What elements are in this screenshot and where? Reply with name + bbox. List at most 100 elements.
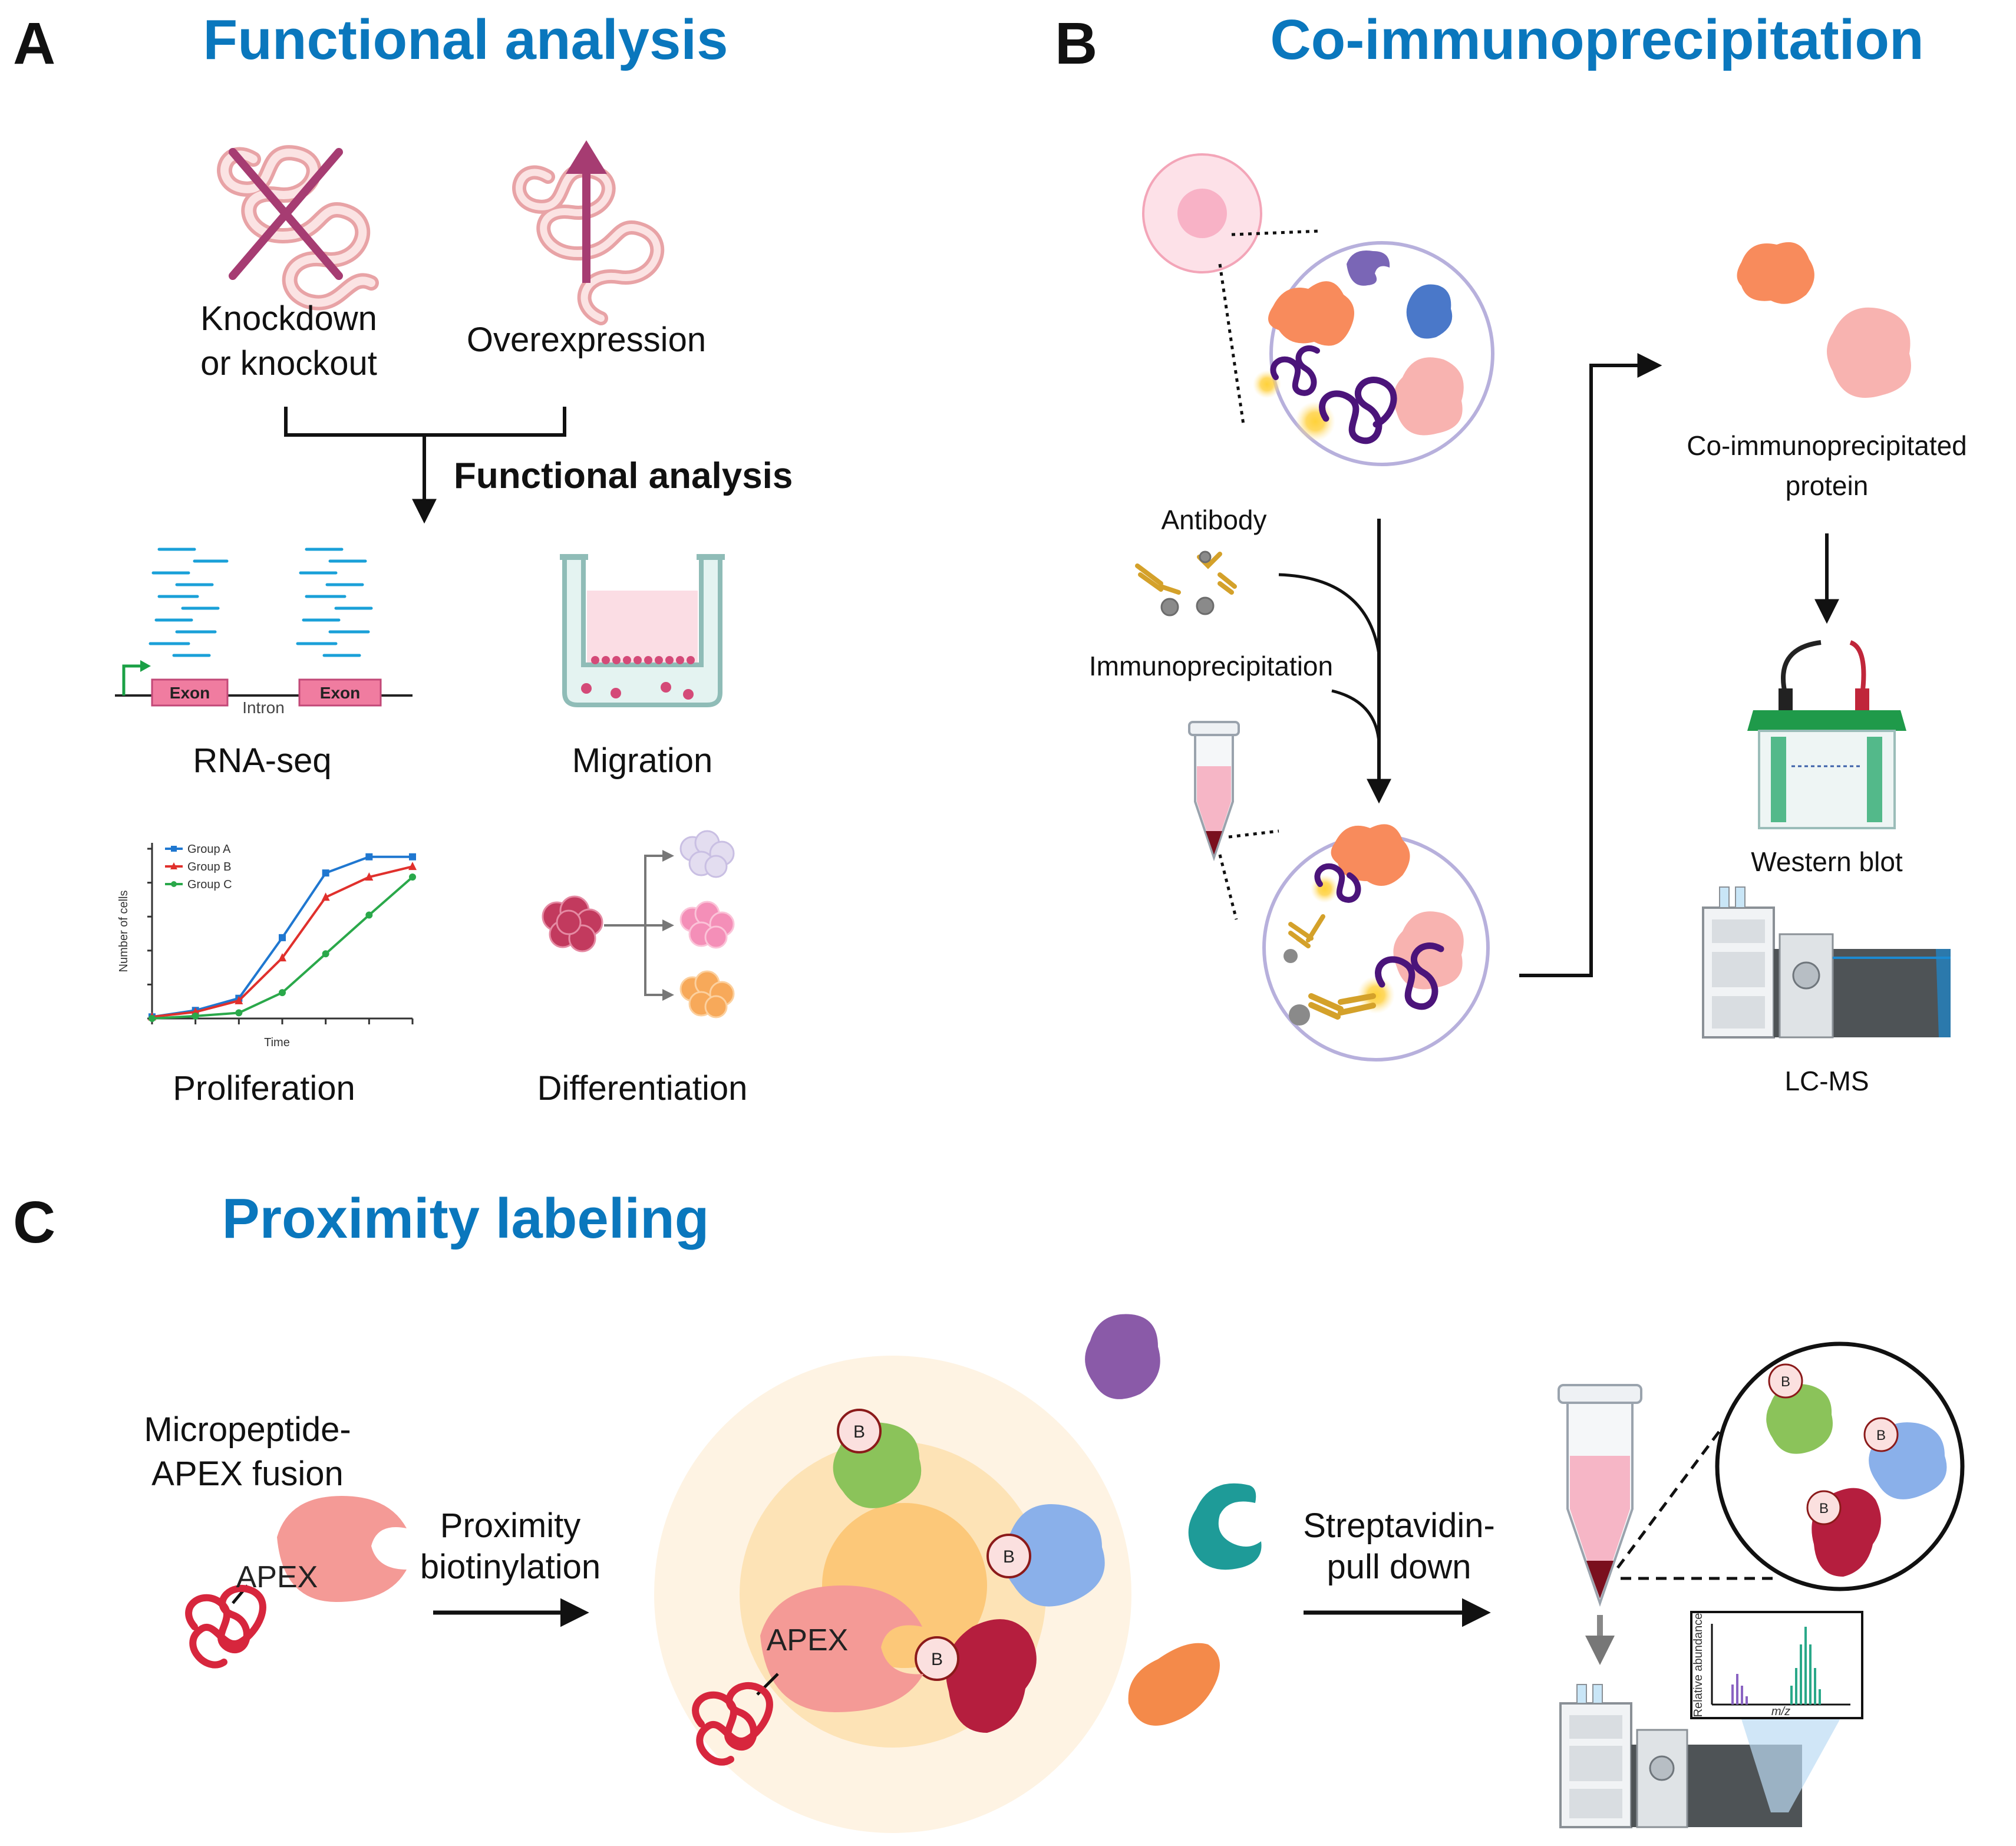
differentiated-cells-orange <box>679 970 735 1018</box>
differentiated-cells-pink <box>679 901 735 949</box>
protein-purple <box>1085 1314 1160 1399</box>
up-arrow-icon <box>566 140 607 283</box>
apex-label: APEX <box>236 1560 318 1594</box>
proximity-label-line2: biotinylation <box>420 1548 600 1586</box>
exon-2-label: Exon <box>320 684 360 702</box>
data-point <box>278 953 286 962</box>
data-point <box>235 1009 243 1017</box>
migrating-cells <box>581 656 695 700</box>
precipitate-zoom-circle <box>1262 824 1490 1062</box>
panel-c-title: Proximity labeling <box>222 1187 710 1250</box>
biotin-badge-1 <box>837 1409 882 1453</box>
x-axis-label: Time <box>264 1036 290 1049</box>
series-layer <box>148 853 417 1022</box>
protein-crimson <box>946 1619 1037 1733</box>
legend-marker <box>171 881 177 887</box>
panel-c-letter: C <box>13 1189 55 1255</box>
differentiated-cells-purple <box>679 830 735 878</box>
data-point <box>192 1012 199 1020</box>
stem-cell-cluster-icon <box>542 895 603 952</box>
fusion-label-line1: Micropeptide- <box>144 1410 351 1449</box>
spectrum-x-label: m/z <box>1771 1705 1790 1718</box>
panel-b-letter: B <box>1055 11 1097 77</box>
antibody-bead-icons <box>1135 550 1237 617</box>
biotin-badge-5 <box>1863 1417 1899 1452</box>
data-point <box>322 950 329 958</box>
legend-label: Group C <box>187 878 232 891</box>
biotin-label-2: B <box>1003 1547 1015 1567</box>
functional-analysis-arrow-label: Functional analysis <box>454 456 793 496</box>
legend-label: Group B <box>187 861 231 873</box>
zoom-line-lower <box>1218 263 1245 425</box>
protein-blue <box>1002 1504 1105 1607</box>
biotin-label-3: B <box>931 1650 943 1669</box>
exon-1 <box>151 678 229 707</box>
lcms-instrument-icon-c <box>1559 1684 1850 1828</box>
legend-marker <box>171 846 177 852</box>
x-ticks <box>151 1018 414 1024</box>
biotin-label-5: B <box>1876 1428 1886 1443</box>
panel-a-letter: A <box>13 11 55 77</box>
data-point <box>321 892 330 901</box>
coip-label-line1: Co-immunoprecipitated <box>1687 430 1967 461</box>
lcms-caption: LC-MS <box>1784 1066 1869 1096</box>
exon-2 <box>298 678 382 707</box>
spectrum-y-label: Relative abundance <box>1692 1613 1705 1718</box>
biotin-badge-2 <box>986 1534 1031 1578</box>
cell-icon <box>1142 153 1262 273</box>
y-axis-label: Number of cells <box>117 891 130 973</box>
mass-spectrum <box>1690 1611 1863 1719</box>
apex-fusion-icon <box>185 1496 407 1669</box>
differentiation-arrows <box>604 850 674 1001</box>
tube-zoom-line-upper <box>1228 829 1279 839</box>
knockdown-label-line1: Knockdown <box>200 299 377 338</box>
pulldown-tube-icon <box>1558 1384 1642 1607</box>
lysate-zoom-circle <box>1253 241 1494 466</box>
data-point <box>408 862 417 871</box>
data-point <box>409 853 416 861</box>
panel-a-title: Functional analysis <box>203 8 728 71</box>
legend-marker <box>170 862 177 869</box>
panel-b-title: Co-immunoprecipitation <box>1270 8 1923 71</box>
transwell-icon <box>560 554 725 707</box>
series-line-3 <box>151 876 414 1020</box>
data-point <box>322 869 329 877</box>
proximity-label-line1: Proximity <box>440 1507 580 1545</box>
proliferation-caption: Proliferation <box>173 1069 355 1107</box>
biotin-label-1: B <box>853 1422 865 1442</box>
exon-1-label: Exon <box>170 684 210 702</box>
protein-teal <box>1188 1483 1262 1570</box>
apex-center-label: APEX <box>767 1623 849 1657</box>
data-point <box>365 911 373 919</box>
apex-center-icon <box>692 1585 923 1766</box>
biotin-badges <box>837 1409 1031 1681</box>
data-point <box>279 934 286 941</box>
data-point <box>365 853 373 861</box>
protein-orange <box>1128 1643 1220 1726</box>
gene-track <box>115 660 413 707</box>
enriched-proteins-circle <box>1715 1341 1965 1591</box>
cross-icon <box>229 148 343 280</box>
western-blot-caption: Western blot <box>1751 846 1903 877</box>
migration-caption: Migration <box>572 741 713 780</box>
rnaseq-reads <box>149 548 373 657</box>
knockdown-label-line2: or knockout <box>200 344 377 383</box>
tube-zoom-line-lower <box>1218 854 1238 920</box>
pulldown-zoom-line-upper <box>1616 1416 1731 1569</box>
data-point <box>279 989 286 997</box>
data-point <box>409 873 416 881</box>
coip-protein-pink <box>1827 307 1911 398</box>
biotin-badge-4 <box>1768 1363 1803 1399</box>
data-point <box>149 1015 156 1022</box>
western-blot-icon <box>1747 640 1906 829</box>
lcms-instrument-icon <box>1702 886 1951 1039</box>
differentiation-caption: Differentiation <box>537 1069 748 1107</box>
streptavidin-label-line2: pull down <box>1327 1548 1471 1586</box>
immunoprecipitation-label: Immunoprecipitation <box>1089 651 1333 681</box>
antibody-curve <box>1278 573 1381 655</box>
zoom-line-upper <box>1231 229 1321 236</box>
tube-icon <box>1188 721 1240 862</box>
intron-label: Intron <box>242 698 285 717</box>
coip-protein-orange <box>1737 242 1814 304</box>
